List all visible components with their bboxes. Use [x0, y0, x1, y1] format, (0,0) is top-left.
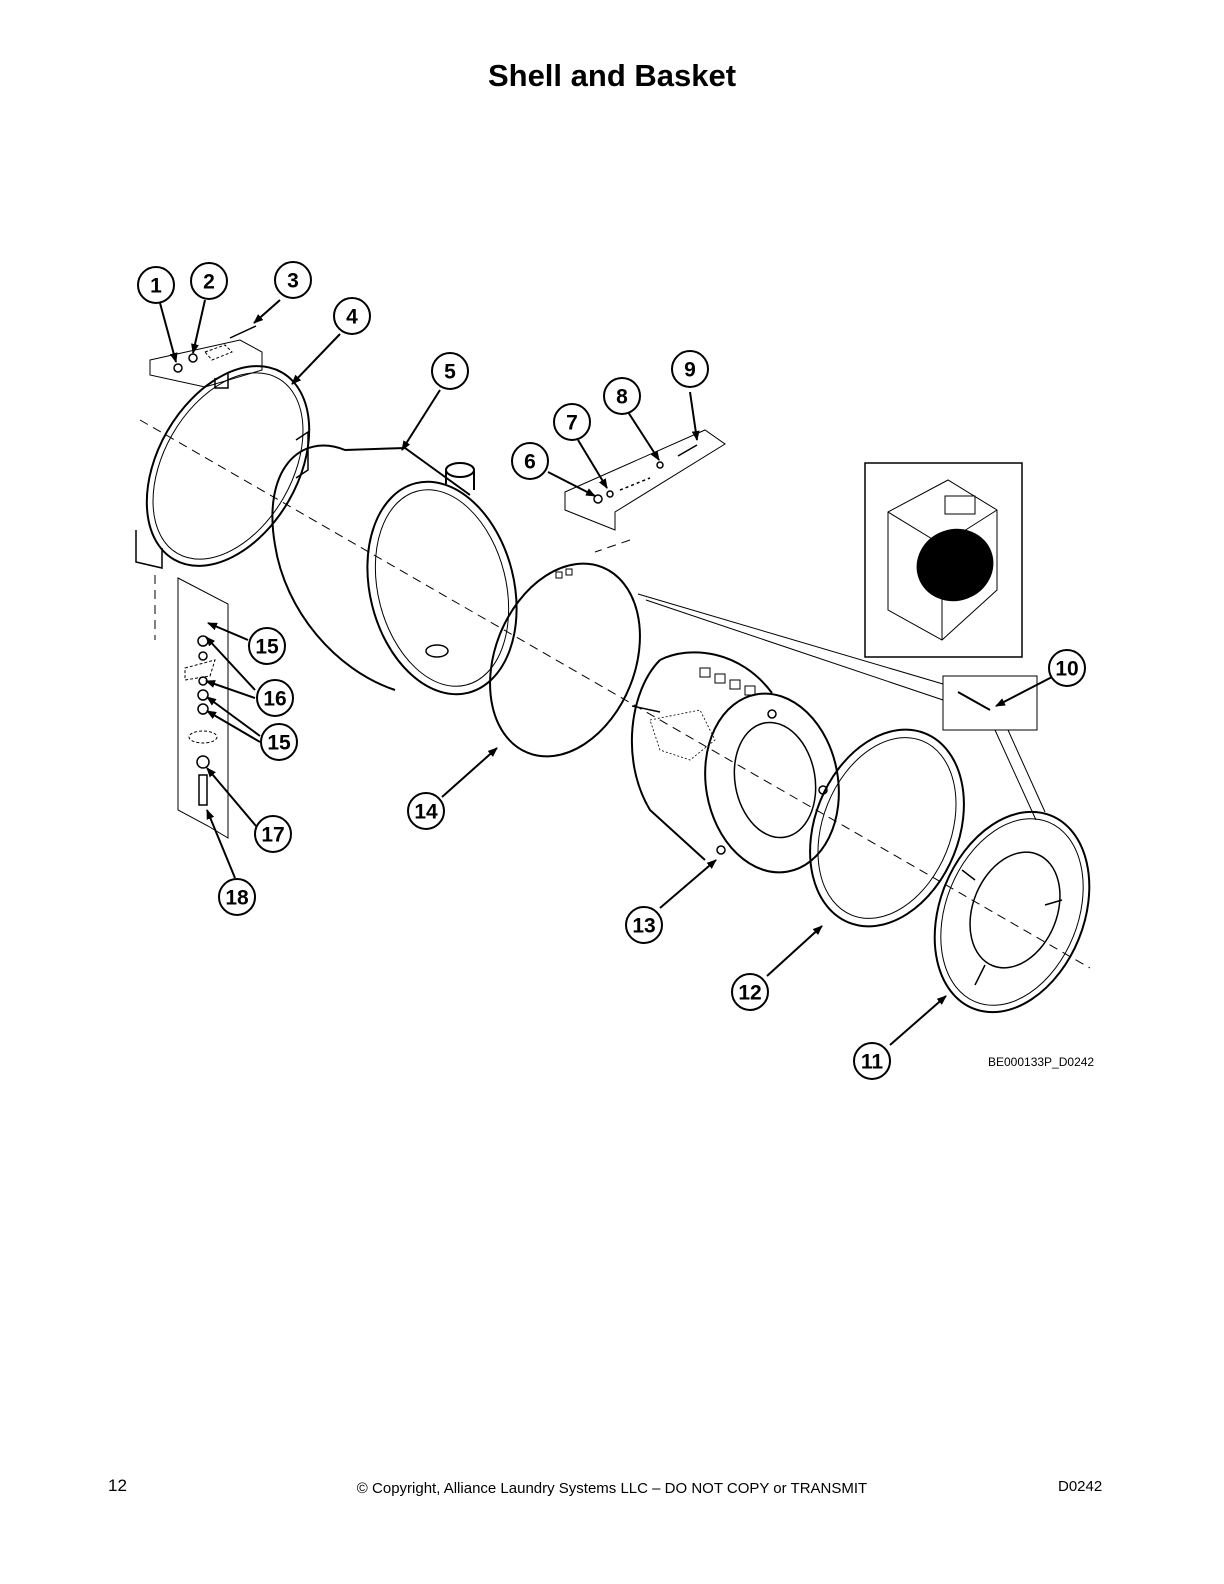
- callout-14: 14: [414, 801, 438, 824]
- callout-6: 6: [524, 451, 536, 474]
- callout-circles: [137, 261, 1086, 1080]
- callout-13: 13: [632, 915, 655, 938]
- detail-panels: [149, 339, 1038, 839]
- callout-12: 12: [738, 982, 761, 1005]
- center-axis: [139, 419, 1091, 969]
- callout-15-upper: 15: [255, 636, 279, 659]
- callout-18: 18: [225, 887, 249, 910]
- callout-1: 1: [150, 275, 162, 298]
- callout-10: 10: [1055, 658, 1078, 681]
- callout-15-lower: 15: [267, 732, 291, 755]
- front-clamp-ring: [135, 365, 311, 569]
- seal-ring: [489, 562, 641, 758]
- machine-location-inset: [864, 462, 1023, 658]
- callout-11: 11: [861, 1051, 884, 1074]
- callout-4: 4: [346, 306, 358, 329]
- callout-7: 7: [566, 412, 578, 435]
- callout-17: 17: [261, 824, 284, 847]
- document-code: D0242: [1058, 1478, 1103, 1495]
- gasket-ring: [809, 728, 965, 928]
- callout-labels: 1 2 3 4 5 6 7 8 9 10 11 12 13 14 15 16 1…: [150, 270, 1079, 1074]
- front-plate: [933, 810, 1091, 1014]
- copyright-notice: © Copyright, Alliance Laundry Systems LL…: [356, 1480, 868, 1497]
- drawing-id: BE000133P_D0242: [988, 1055, 1095, 1069]
- reference-lines: [637, 593, 1046, 821]
- callout-2: 2: [203, 271, 215, 294]
- callout-3: 3: [287, 270, 299, 293]
- callout-16: 16: [263, 688, 286, 711]
- outer-shell: [271, 444, 518, 696]
- callout-arrows: [159, 299, 1053, 1046]
- callout-5: 5: [444, 361, 456, 384]
- callout-9: 9: [684, 359, 696, 382]
- page-title: Shell and Basket: [487, 58, 737, 93]
- callout-8: 8: [616, 386, 628, 409]
- page-number: 12: [108, 1476, 127, 1495]
